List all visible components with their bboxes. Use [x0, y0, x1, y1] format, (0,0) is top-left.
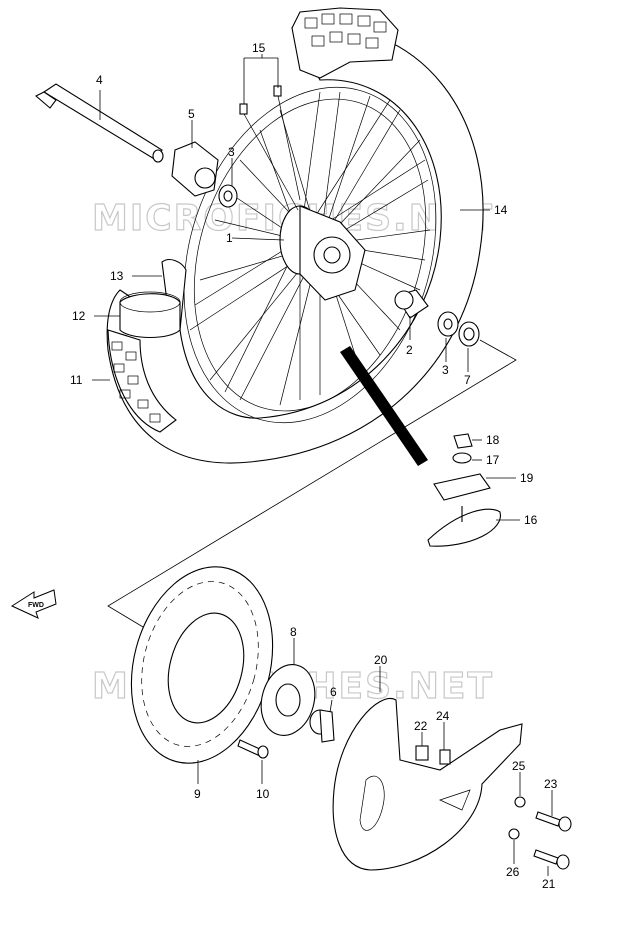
callout-19: 19: [520, 471, 534, 485]
hub-center: [323, 246, 341, 264]
callout-4: 4: [96, 73, 103, 87]
callout-10: 10: [256, 787, 270, 801]
callout-6: 6: [330, 685, 337, 699]
spoke-nipples: [239, 85, 301, 211]
spacer: [309, 709, 335, 743]
callout-2: 2: [406, 343, 413, 357]
callout-11: 11: [70, 373, 83, 387]
callout-13: 13: [110, 269, 124, 283]
bearing-upper: [218, 184, 238, 208]
washer-upper: [514, 796, 526, 808]
pointer-arrow: [340, 346, 428, 466]
rim-lock: [427, 433, 501, 547]
fwd-label: FWD: [28, 602, 44, 609]
rim-outer: [183, 86, 437, 424]
callout-leaders: [92, 54, 553, 876]
callout-7: 7: [464, 373, 471, 387]
callout-3-lower: 3: [442, 363, 449, 377]
callout-3-upper: 3: [228, 145, 235, 159]
disc-cover: [332, 697, 523, 871]
washer-lower: [508, 828, 520, 840]
callout-20: 20: [374, 653, 388, 667]
group-bracket: [107, 339, 517, 631]
tire-section: [107, 329, 177, 433]
callout-26: 26: [506, 865, 520, 879]
callout-17: 17: [486, 453, 500, 467]
callout-23: 23: [544, 777, 558, 791]
axle: [35, 83, 164, 163]
callout-5: 5: [188, 107, 195, 121]
tire-tread-top: [291, 7, 399, 79]
callout-21: 21: [542, 877, 556, 891]
callout-18: 18: [486, 433, 500, 447]
callout-16: 16: [524, 513, 538, 527]
oil-seal: [458, 321, 480, 347]
callout-22: 22: [414, 719, 428, 733]
callout-8: 8: [290, 625, 297, 639]
rim-inner: [193, 98, 427, 412]
callout-1: 1: [226, 231, 233, 245]
callout-numbers: 1 2 3 3 4 5 6 7 8 9 10 11 12 13 14 15 16…: [70, 41, 558, 891]
callout-14: 14: [494, 203, 508, 217]
callout-24: 24: [436, 709, 450, 723]
callout-15: 15: [252, 41, 266, 55]
speedometer-drive: [260, 664, 316, 736]
brake-disc: [130, 566, 274, 764]
inner-tube: [119, 291, 181, 338]
fwd-arrow: FWD: [10, 589, 57, 619]
bolt-lower: [533, 849, 570, 870]
callout-12: 12: [72, 309, 86, 323]
callout-9: 9: [194, 787, 201, 801]
bearing-lower: [437, 311, 459, 337]
speedometer-gearbox: [171, 141, 219, 197]
bolt-upper: [535, 811, 572, 832]
collar: [394, 289, 429, 319]
callout-25: 25: [512, 759, 526, 773]
disc-bolt: [237, 739, 269, 759]
